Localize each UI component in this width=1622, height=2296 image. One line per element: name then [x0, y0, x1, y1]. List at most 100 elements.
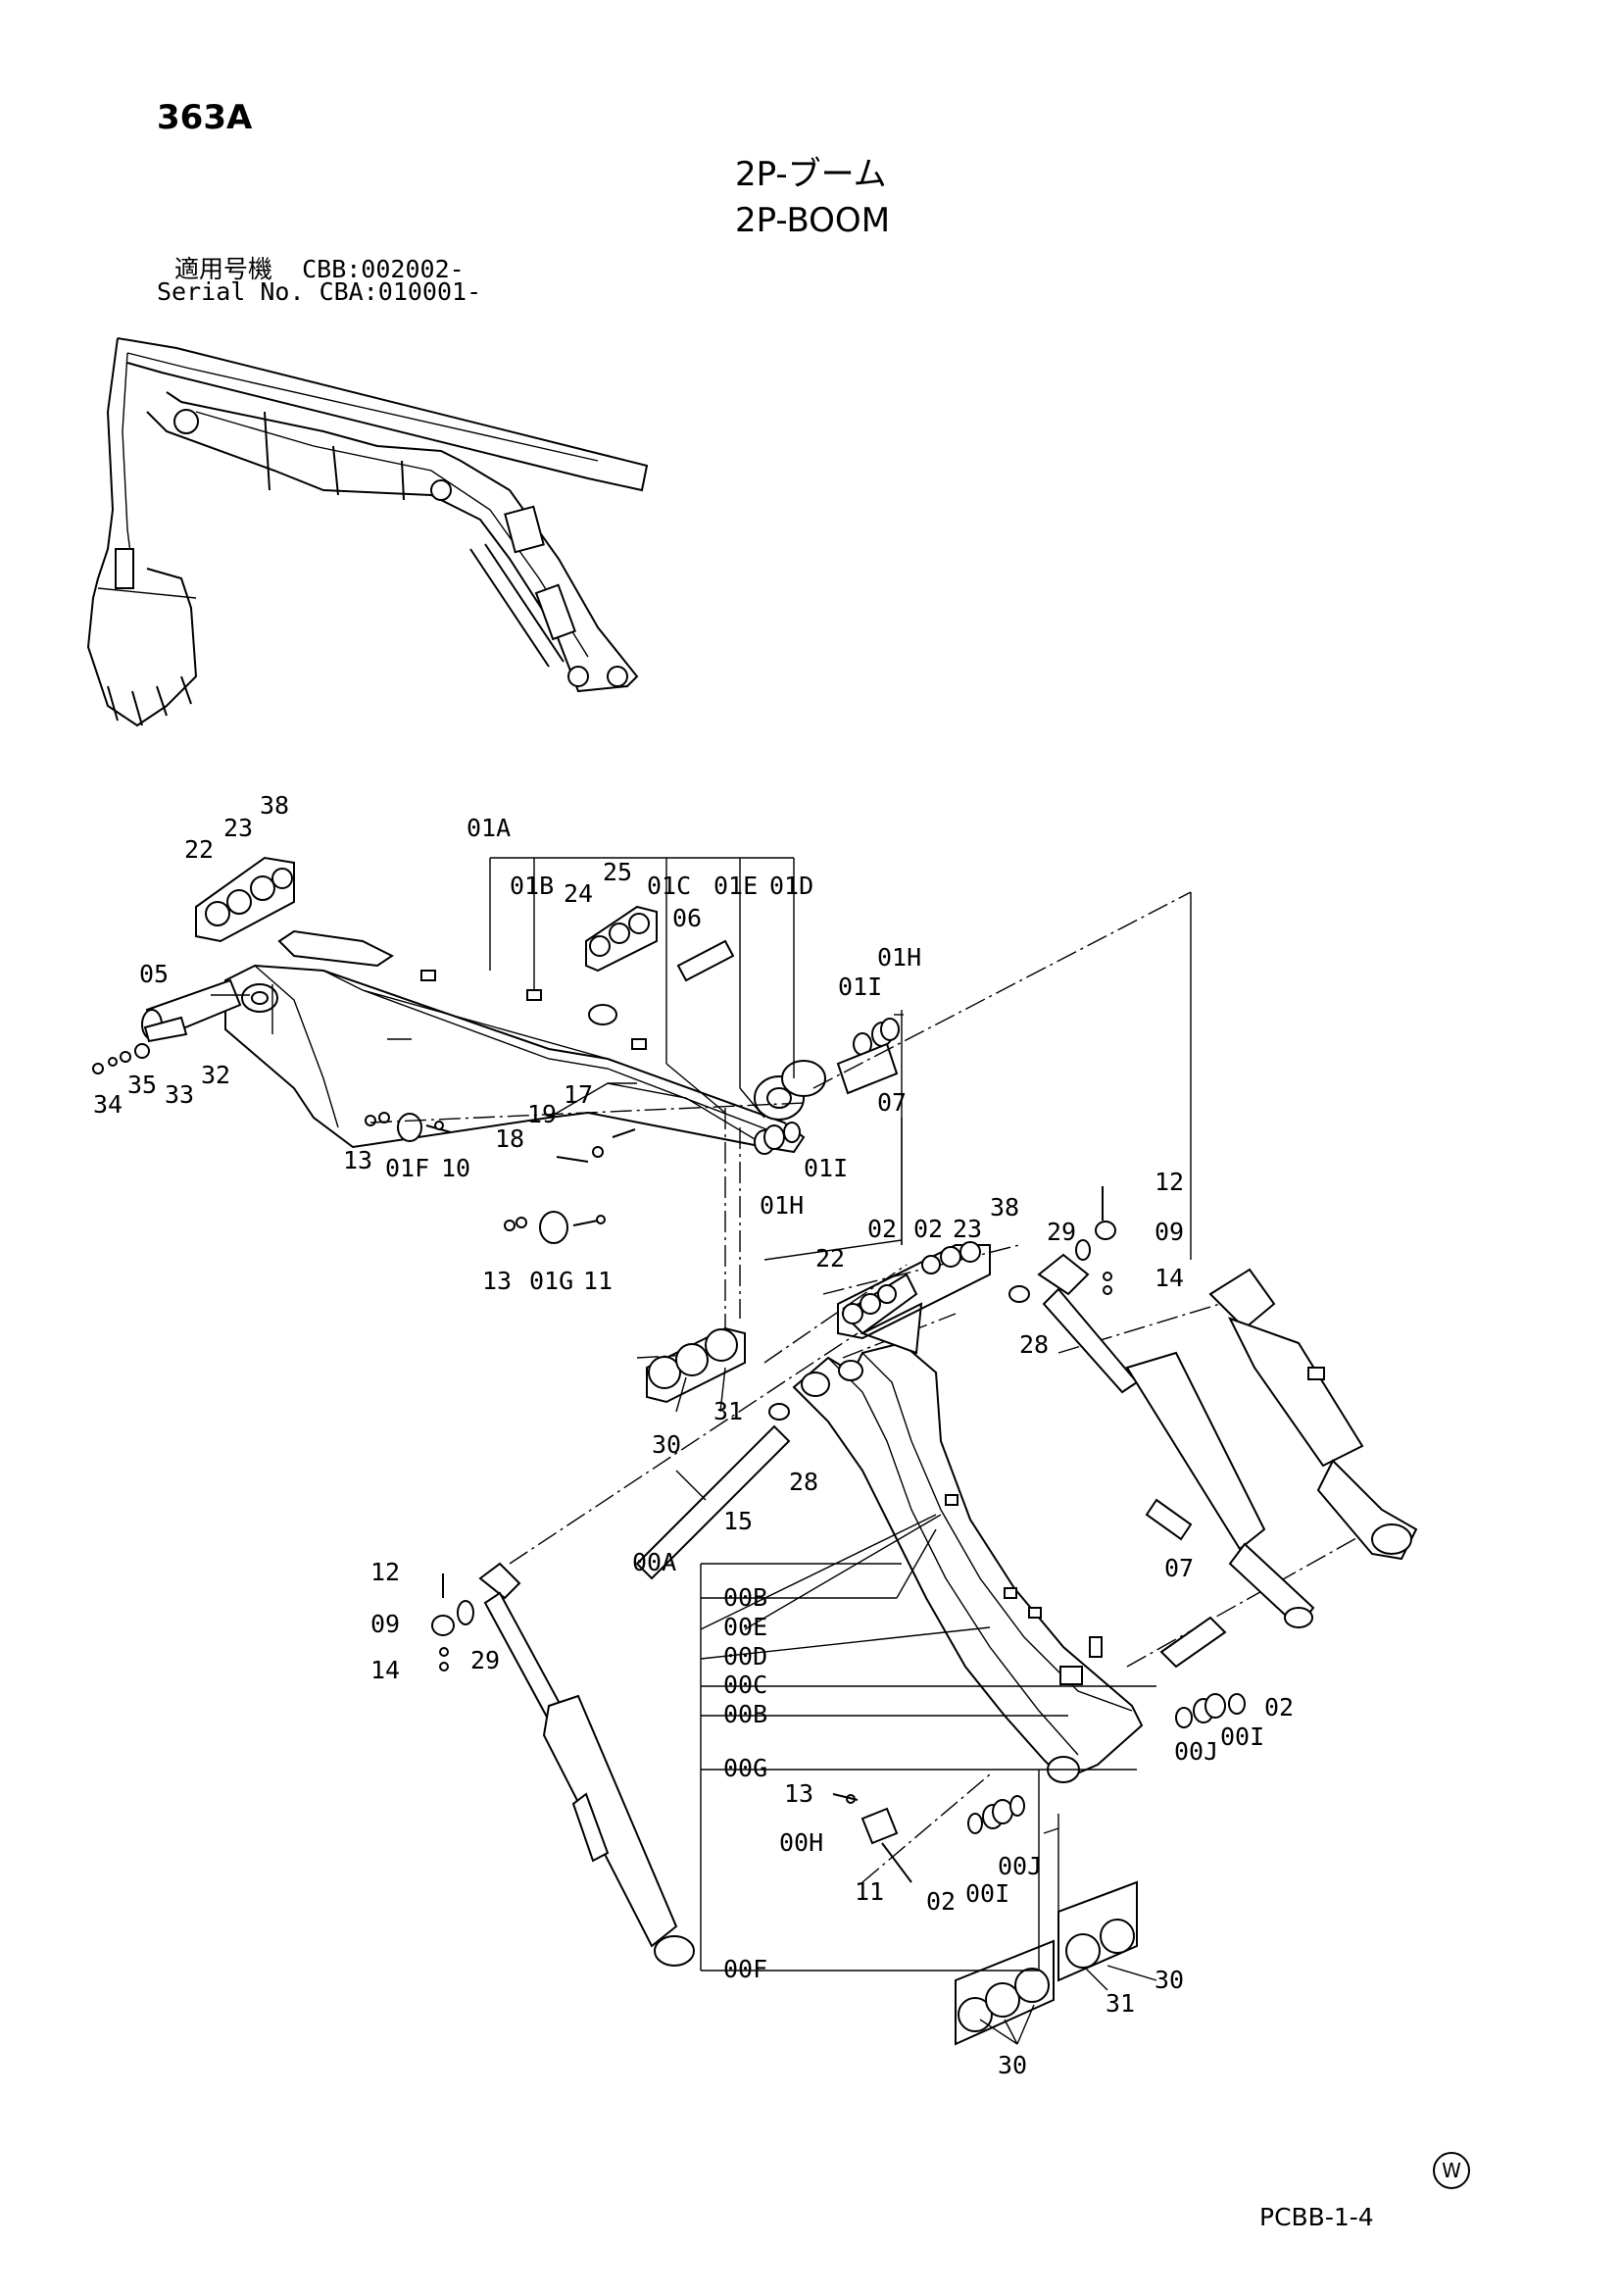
- callout-07-bottom: 07: [1164, 1554, 1194, 1582]
- bolt-assembly-00H: [832, 1793, 912, 1883]
- callout-23-a: 23: [223, 814, 253, 842]
- callout-18: 18: [495, 1124, 524, 1153]
- callout-11-top: 11: [583, 1267, 613, 1295]
- cylinder-right-a: [1037, 1253, 1315, 1629]
- callout-01A: 01A: [467, 814, 511, 842]
- pointer-lines: [211, 994, 1157, 2045]
- callout-29-left: 29: [470, 1646, 500, 1674]
- callout-31-b: 31: [1106, 1989, 1135, 2018]
- callout-00C: 00C: [723, 1671, 767, 1699]
- callout-00E: 00E: [723, 1613, 767, 1641]
- serial-line-1: 適用号機 CBB:002002-: [174, 255, 465, 283]
- callout-14-right: 14: [1155, 1264, 1184, 1292]
- callout-17: 17: [564, 1080, 593, 1109]
- callout-00H: 00H: [779, 1828, 823, 1857]
- callout-01E: 01E: [713, 872, 758, 900]
- callout-02-d: 02: [926, 1887, 956, 1916]
- callout-09-left: 09: [370, 1610, 400, 1638]
- callout-31-a: 31: [713, 1397, 743, 1425]
- callout-13-a: 13: [343, 1146, 372, 1174]
- bushing-01H-01I-upper: [836, 1018, 900, 1095]
- callout-11-bottom: 11: [855, 1877, 884, 1906]
- callout-34: 34: [93, 1090, 123, 1119]
- pin-05: [92, 978, 242, 1074]
- bolt-17-18-19: [556, 1128, 636, 1163]
- callout-09-right: 09: [1155, 1218, 1184, 1246]
- callout-30-a: 30: [652, 1430, 681, 1459]
- callout-13-c: 13: [784, 1779, 813, 1808]
- bushing-lower-right: [1175, 1693, 1246, 1728]
- callout-22-a: 22: [184, 835, 214, 864]
- callout-00J-a: 00J: [1174, 1737, 1218, 1766]
- callout-01H-bottom: 01H: [760, 1191, 804, 1220]
- callout-00G: 00G: [723, 1754, 767, 1782]
- overview-excavator-sketch: [86, 337, 649, 727]
- serial-line-2: Serial No. CBA:010001-: [157, 277, 482, 306]
- callout-01C: 01C: [647, 872, 691, 900]
- lower-boom-00A: [792, 1273, 1144, 1783]
- cylinder-left: [478, 1562, 695, 1967]
- shim-set-upper-left: [195, 856, 295, 943]
- callout-labels: 01A 01B 01C 01E 01D 01H 01I 01H 01I 01F …: [93, 791, 1294, 2079]
- footer-code: PCBB-1-4: [1259, 2203, 1374, 2231]
- callout-00A: 00A: [632, 1548, 676, 1576]
- pin-07-lower: [1159, 1616, 1227, 1669]
- callout-01H-top: 01H: [877, 943, 921, 972]
- centerlines: [369, 891, 1373, 1936]
- callout-00D: 00D: [723, 1642, 767, 1671]
- callout-02-b: 02: [913, 1215, 943, 1243]
- shim-set-30-31-right: [1057, 1880, 1138, 1982]
- callout-25: 25: [603, 858, 632, 886]
- bushing-01H-01I-lower: [754, 1122, 801, 1155]
- upper-boom-01A: [224, 929, 826, 1154]
- callout-06: 06: [672, 904, 702, 932]
- callout-01I-bottom: 01I: [804, 1154, 848, 1182]
- hardware-right-cylinder: [1075, 1186, 1116, 1295]
- callout-28-b: 28: [789, 1468, 818, 1496]
- callout-02-a: 02: [867, 1215, 897, 1243]
- bolt-assembly-01G: [504, 1211, 606, 1244]
- shim-set-middle: [837, 1241, 991, 1340]
- callout-02-c: 02: [1264, 1693, 1294, 1722]
- callout-38-a: 38: [260, 791, 289, 820]
- callout-23-b: 23: [953, 1215, 982, 1243]
- washer-28-left: [768, 1403, 790, 1421]
- callout-15: 15: [723, 1507, 753, 1535]
- page-code: 363A: [157, 98, 253, 137]
- w-mark-symbol: W: [1433, 2152, 1470, 2189]
- callout-28-a: 28: [1019, 1330, 1049, 1359]
- hardware-left-cylinder: [431, 1573, 474, 1672]
- shim-set-24-25: [585, 905, 658, 973]
- callout-01F: 01F: [385, 1154, 429, 1182]
- callout-00I-a: 00I: [1220, 1722, 1264, 1751]
- callout-00J-b: 00J: [998, 1852, 1042, 1880]
- callout-24: 24: [564, 879, 593, 908]
- title-english: 2P-BOOM: [735, 201, 891, 240]
- callout-12-left: 12: [370, 1558, 400, 1586]
- callout-00B-1: 00B: [723, 1583, 767, 1612]
- callout-30-b: 30: [1155, 1966, 1184, 1994]
- shim-set-30-31-left: [646, 1326, 746, 1404]
- callout-12-right: 12: [1155, 1168, 1184, 1196]
- callout-01B: 01B: [510, 872, 554, 900]
- title-japanese: 2P-ブーム: [735, 155, 887, 194]
- pin-06: [676, 939, 735, 982]
- callout-07-top: 07: [877, 1088, 907, 1117]
- callout-22-b: 22: [815, 1244, 845, 1273]
- callout-29-right: 29: [1047, 1218, 1076, 1246]
- callout-33: 33: [165, 1080, 194, 1109]
- callout-32: 32: [201, 1061, 230, 1089]
- callout-30-c: 30: [998, 2051, 1027, 2079]
- callout-leaders-upper: [271, 857, 904, 1245]
- shim-set-30-bottom: [955, 1939, 1055, 2046]
- callout-leaders-lower: [700, 1514, 1156, 1972]
- washer-28-right: [1008, 1285, 1030, 1303]
- pin-15: [635, 1424, 791, 1580]
- callout-38-b: 38: [990, 1193, 1019, 1222]
- callout-01I-top: 01I: [838, 973, 882, 1001]
- callout-01G: 01G: [529, 1267, 573, 1295]
- bushing-lower-center: [967, 1795, 1025, 1834]
- callout-13-b: 13: [482, 1267, 512, 1295]
- callout-00F: 00F: [723, 1955, 767, 1983]
